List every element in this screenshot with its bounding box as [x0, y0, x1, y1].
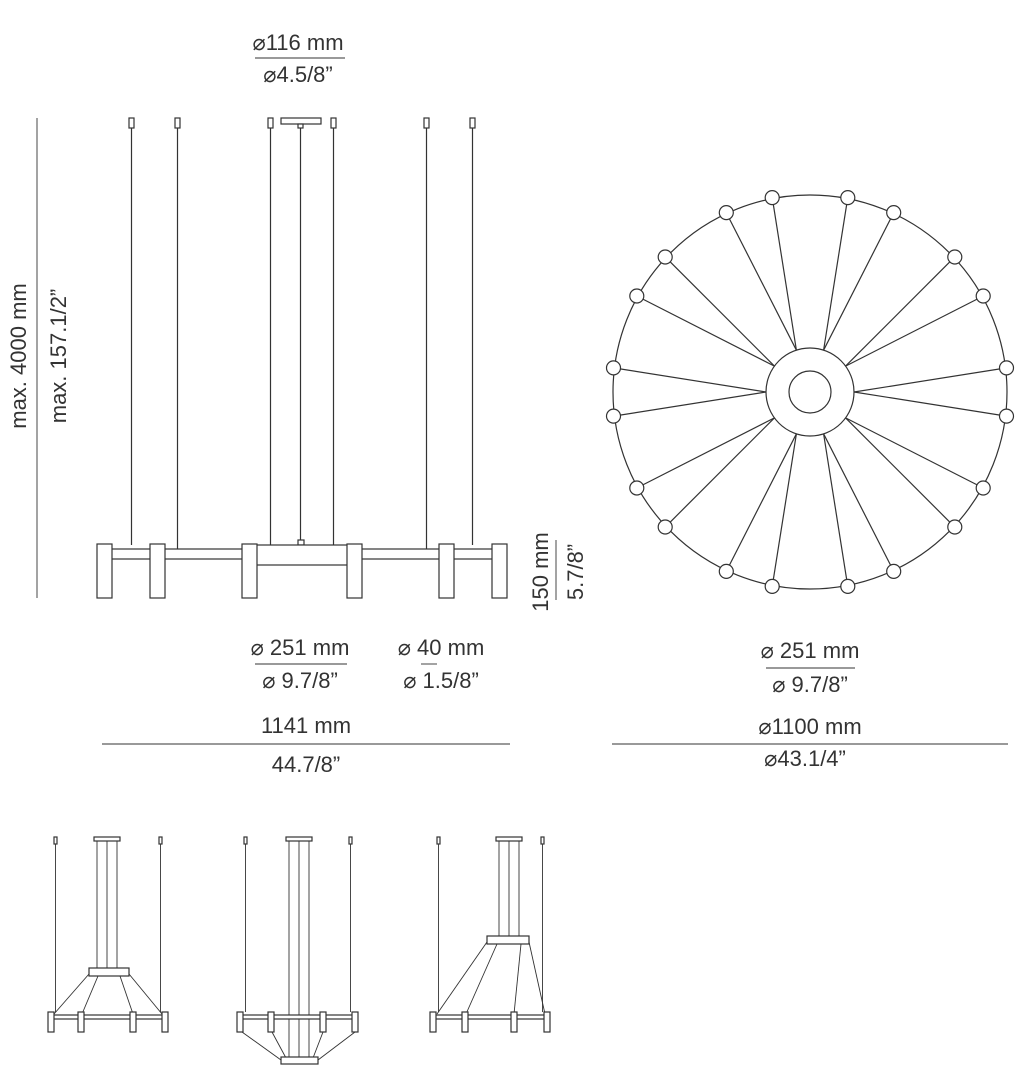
spoke-line [845, 295, 983, 367]
bulb [947, 519, 963, 535]
bulb [947, 249, 963, 265]
bulb [718, 563, 734, 580]
spoke-line [771, 433, 797, 586]
spoke-line [845, 417, 955, 527]
config-thumbnail-flat [47, 836, 169, 1033]
config-thumbnail-lowered-hub [236, 836, 359, 1065]
spoke-line [665, 257, 775, 367]
overall-diameter-mm: ⌀1100 mm [758, 714, 861, 739]
spoke-line [726, 433, 797, 571]
canopy-diameter-in: ⌀4.5/8” [263, 62, 333, 87]
spoke-line [637, 295, 775, 367]
bulb [998, 408, 1015, 424]
top-hub-diameter-mm: ⌀ 251 mm [761, 638, 860, 663]
top-hub-diameter-in: ⌀ 9.7/8” [772, 672, 848, 697]
top-view: ⌀ 251 mm ⌀ 9.7/8” ⌀1100 mm ⌀43.1/4” [605, 190, 1015, 771]
bulb [998, 360, 1015, 376]
spoke-line [637, 417, 775, 489]
max-height-in: max. 157.1/2” [46, 289, 71, 424]
central-hub [255, 544, 349, 566]
shade-diameter-in: ⌀ 1.5/8” [403, 668, 479, 693]
bulb [605, 408, 622, 424]
bulb [975, 480, 991, 496]
bulb [657, 249, 673, 265]
spoke-line [845, 417, 983, 489]
hub-diameter-mm: ⌀ 251 mm [251, 635, 350, 660]
overall-diameter-in: ⌀43.1/4” [764, 746, 846, 771]
bulb [886, 205, 902, 221]
shades [96, 543, 508, 599]
bulb [718, 205, 734, 221]
spoke-line [853, 367, 1006, 393]
spoke-line [823, 213, 894, 351]
canopy-diameter-mm: ⌀116 mm [252, 30, 343, 55]
spoke-line [853, 391, 1006, 417]
suspension-cables [128, 117, 476, 549]
bulb [764, 578, 780, 595]
config-thumbnail-raised-hub [429, 836, 551, 1033]
width-in: 44.7/8” [272, 752, 341, 777]
shade-height-mm: 150 mm [528, 532, 553, 611]
spoke-line [726, 213, 797, 351]
spoke-line [823, 198, 849, 351]
bulb [840, 190, 856, 206]
hub-diameter-in: ⌀ 9.7/8” [262, 668, 338, 693]
bulb [886, 563, 902, 580]
bulb [657, 519, 673, 535]
bulb [840, 578, 856, 595]
shade-diameter-mm: ⌀ 40 mm [398, 635, 485, 660]
spokes [614, 198, 1006, 586]
max-height-mm: max. 4000 mm [6, 283, 31, 429]
spoke-line [823, 433, 894, 571]
bulb [764, 190, 780, 206]
canopy-plate [280, 117, 322, 125]
spoke-line [823, 433, 849, 586]
spoke-line [665, 417, 775, 527]
width-mm: 1141 mm [261, 713, 351, 738]
bulb [605, 360, 622, 376]
bulbs [605, 190, 1015, 595]
bulb [629, 480, 645, 496]
outer-ring [612, 194, 1008, 590]
spoke-line [845, 257, 955, 367]
shade-height-in: 5.7/8” [563, 544, 588, 600]
bulb [975, 288, 991, 304]
front-view: ⌀116 mm ⌀4.5/8” max. 4000 mm max. 157.1/… [6, 30, 588, 777]
spoke-line [614, 391, 767, 417]
hub-inner [788, 370, 832, 414]
spoke-line [614, 367, 767, 393]
bulb [629, 288, 645, 304]
spoke-line [771, 198, 797, 351]
